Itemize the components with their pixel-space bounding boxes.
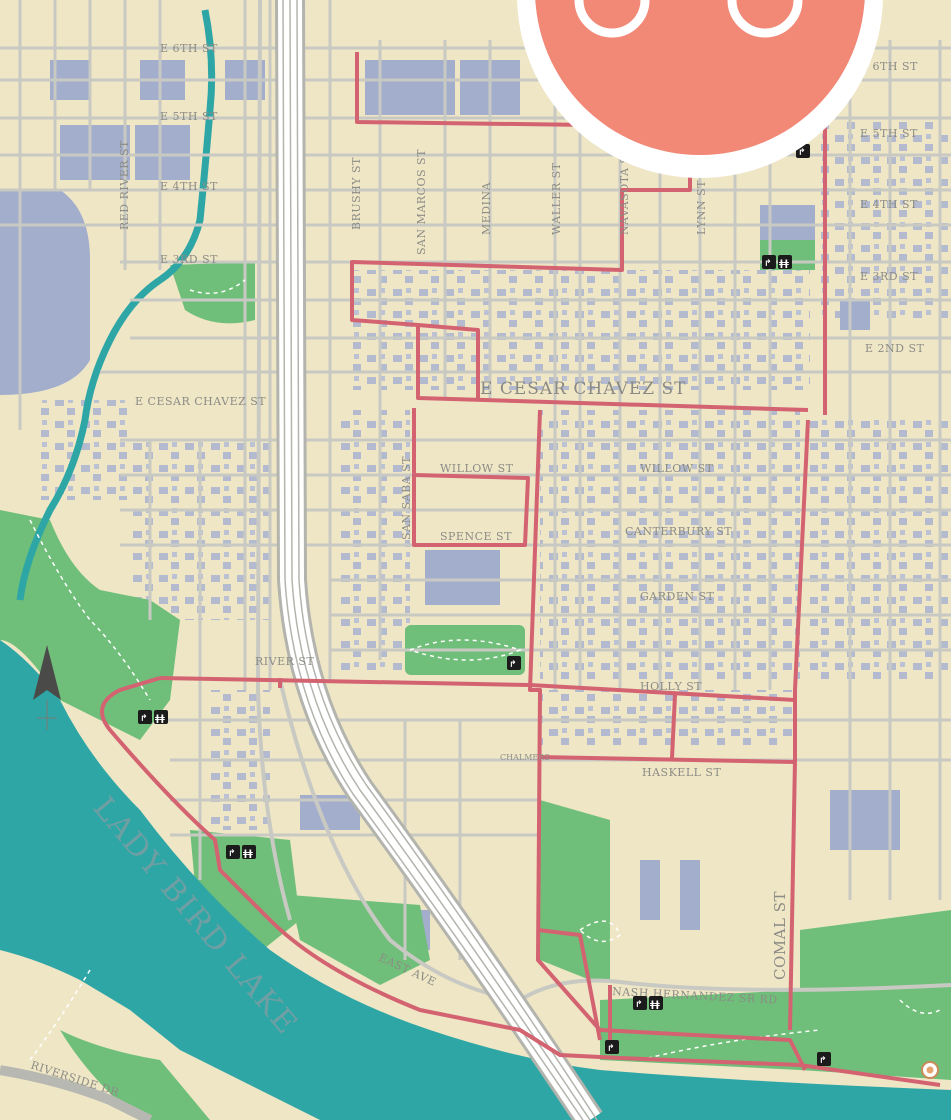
street-label-e3rd-left: E 3RD ST [160,253,218,266]
street-label-e6th-right: E 6TH ST [860,60,918,73]
bicycle-icon [517,0,883,178]
street-label-comal: COMAL ST [771,891,789,980]
bike-icon[interactable]: ↱ [226,845,240,859]
street-label-red-river: RED RIVER ST [118,140,131,230]
restroom-icon[interactable]: ǂǂ [649,996,663,1010]
street-label-cesar-chavez: E CESAR CHAVEZ ST [480,379,687,399]
street-label-brushy: BRUSHY ST [350,157,363,230]
svg-text:↱: ↱ [228,849,236,859]
riverside-drive [0,1065,153,1120]
svg-text:↱: ↱ [764,259,772,269]
street-label-haskell: HASKELL ST [642,766,721,779]
bike-icon[interactable]: ↱ [762,255,776,269]
street-label-e2nd: E 2ND ST [865,342,925,355]
bike-route [100,52,941,1087]
street-label-e4th-left: E 4TH ST [160,180,218,193]
restroom-icon[interactable]: ǂǂ [154,710,168,724]
svg-text:ǂǂ: ǂǂ [155,714,165,724]
restroom-icon[interactable]: ǂǂ [778,255,792,269]
svg-text:↱: ↱ [798,148,806,158]
street-label-garden: GARDEN ST [640,590,715,603]
svg-text:ǂǂ: ǂǂ [779,259,789,269]
street-label-san-saba: SAN SABA ST [400,456,413,540]
street-label-spence: SPENCE ST [440,530,512,543]
street-label-e4th-right: E 4TH ST [860,198,918,211]
svg-text:ǂǂ: ǂǂ [650,1000,660,1010]
lady-bird-lake [0,640,951,1120]
bike-icon[interactable]: ↱ [507,656,521,670]
street-label-e5th-left: E 5TH ST [160,110,218,123]
restroom-icon[interactable]: ǂǂ [242,845,256,859]
street-label-chalmers: CHALMERS [500,753,550,762]
amenity-icons: ↱ ↱ ǂǂ ↱ ↱ ǂǂ ↱ ǂǂ ↱ ǂǂ ↱ ↱ [138,144,831,1066]
street-label-medina: MEDINA [480,181,493,235]
location-marker-icon[interactable] [921,1061,939,1079]
street-label-e3rd-right: E 3RD ST [860,270,918,283]
svg-text:↱: ↱ [140,714,148,724]
street-label-san-marcos: SAN MARCOS ST [415,149,428,255]
street-label-willow-left: WILLOW ST [440,462,514,475]
east-ave-frontage [278,679,562,1062]
street-label-e5th-right: E 5TH ST [860,127,918,140]
bike-icon[interactable]: ↱ [633,996,647,1010]
west-frontage [255,0,292,921]
svg-text:↱: ↱ [635,1000,643,1010]
bike-icon[interactable]: ↱ [817,1052,831,1066]
svg-text:ǂǂ: ǂǂ [243,849,253,859]
north-arrow-icon [33,645,61,730]
street-label-willow-right: WILLOW ST [640,462,714,475]
street-label-holly: HOLLY ST [640,680,702,693]
bike-icon[interactable]: ↱ [138,710,152,724]
street-label-navasota: NAVASOTA ST [618,148,631,235]
waller-creek [16,9,216,601]
bike-icon[interactable]: ↱ [605,1040,619,1054]
south-shore-park [60,1030,210,1120]
street-label-waller: WALLER ST [550,162,563,235]
pond [0,190,90,395]
svg-text:↱: ↱ [509,660,517,670]
park-trails [29,279,941,1061]
street-label-canterbury: CANTERBURY ST [625,525,732,538]
street-label-e6th-left: E 6TH ST [160,42,218,55]
south-shore-land [0,950,320,1120]
street-label-lynn: LYNN ST [695,180,708,235]
svg-text:↱: ↱ [819,1056,827,1066]
street-label-cesar-chavez-left: E CESAR CHAVEZ ST [135,395,266,408]
street-label-river: RIVER ST [255,655,314,668]
street-grid [0,0,951,960]
svg-text:↱: ↱ [607,1044,615,1054]
